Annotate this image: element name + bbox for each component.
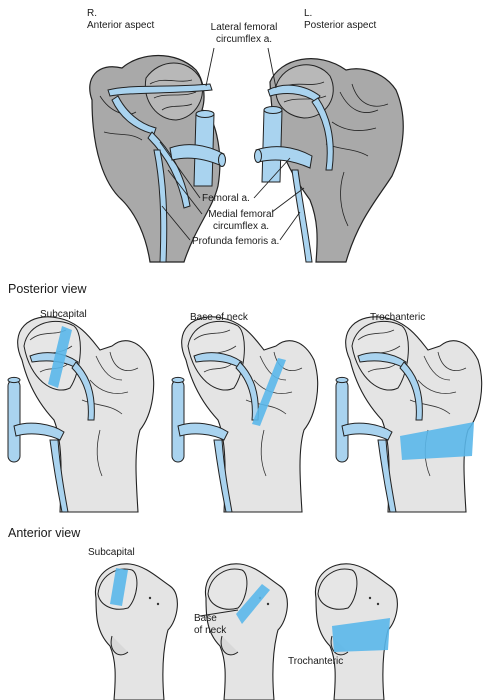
fracture-zone	[236, 584, 270, 624]
fracture-zone	[400, 422, 474, 460]
label-left-side: L.	[304, 8, 313, 19]
label-profunda-femoris: Profunda femoris a.	[192, 236, 280, 247]
label-anterior-base-of-neck-2: of neck	[194, 625, 227, 636]
label-posterior-trochanteric: Trochanteric	[370, 312, 426, 323]
section-title-anterior-view: Anterior view	[8, 526, 81, 540]
label-anterior-trochanteric: Trochanteric	[288, 656, 344, 667]
posterior-subcapital-femur	[7, 316, 155, 513]
label-medial-femoral-circumflex-1: Medial femoral	[208, 209, 274, 220]
base-of-neck-leader	[199, 609, 239, 617]
posterior-trochanteric-femur	[335, 316, 483, 513]
label-femoral-artery: Femoral a.	[202, 193, 250, 204]
label-lateral-femoral-circumflex-2: circumflex a.	[215, 34, 273, 45]
anterior-base-of-neck-femur	[204, 563, 288, 700]
top-leader-lines	[159, 47, 305, 241]
label-anterior-base-of-neck-1: Base	[194, 613, 217, 624]
label-anterior-aspect: Anterior aspect	[87, 20, 155, 31]
fracture-zone	[48, 326, 72, 388]
label-lateral-femoral-circumflex-1: Lateral femoral	[210, 22, 278, 33]
label-posterior-base-of-neck: Base of neck	[190, 312, 248, 323]
right-anterior-femur	[89, 54, 226, 263]
fracture-zone	[332, 618, 390, 652]
section-title-posterior-view: Posterior view	[8, 282, 87, 296]
fracture-zone	[110, 568, 128, 606]
anterior-trochanteric-femur	[314, 563, 398, 700]
label-posterior-subcapital: Subcapital	[40, 309, 87, 320]
label-right-side: R.	[87, 8, 97, 19]
label-anterior-subcapital: Subcapital	[88, 547, 135, 558]
left-posterior-femur	[254, 58, 404, 263]
label-medial-femoral-circumflex-2: circumflex a.	[212, 221, 270, 232]
label-posterior-aspect: Posterior aspect	[304, 20, 377, 31]
fracture-zone	[252, 358, 286, 426]
anterior-subcapital-femur	[94, 563, 178, 700]
posterior-base-of-neck-femur	[171, 316, 319, 513]
